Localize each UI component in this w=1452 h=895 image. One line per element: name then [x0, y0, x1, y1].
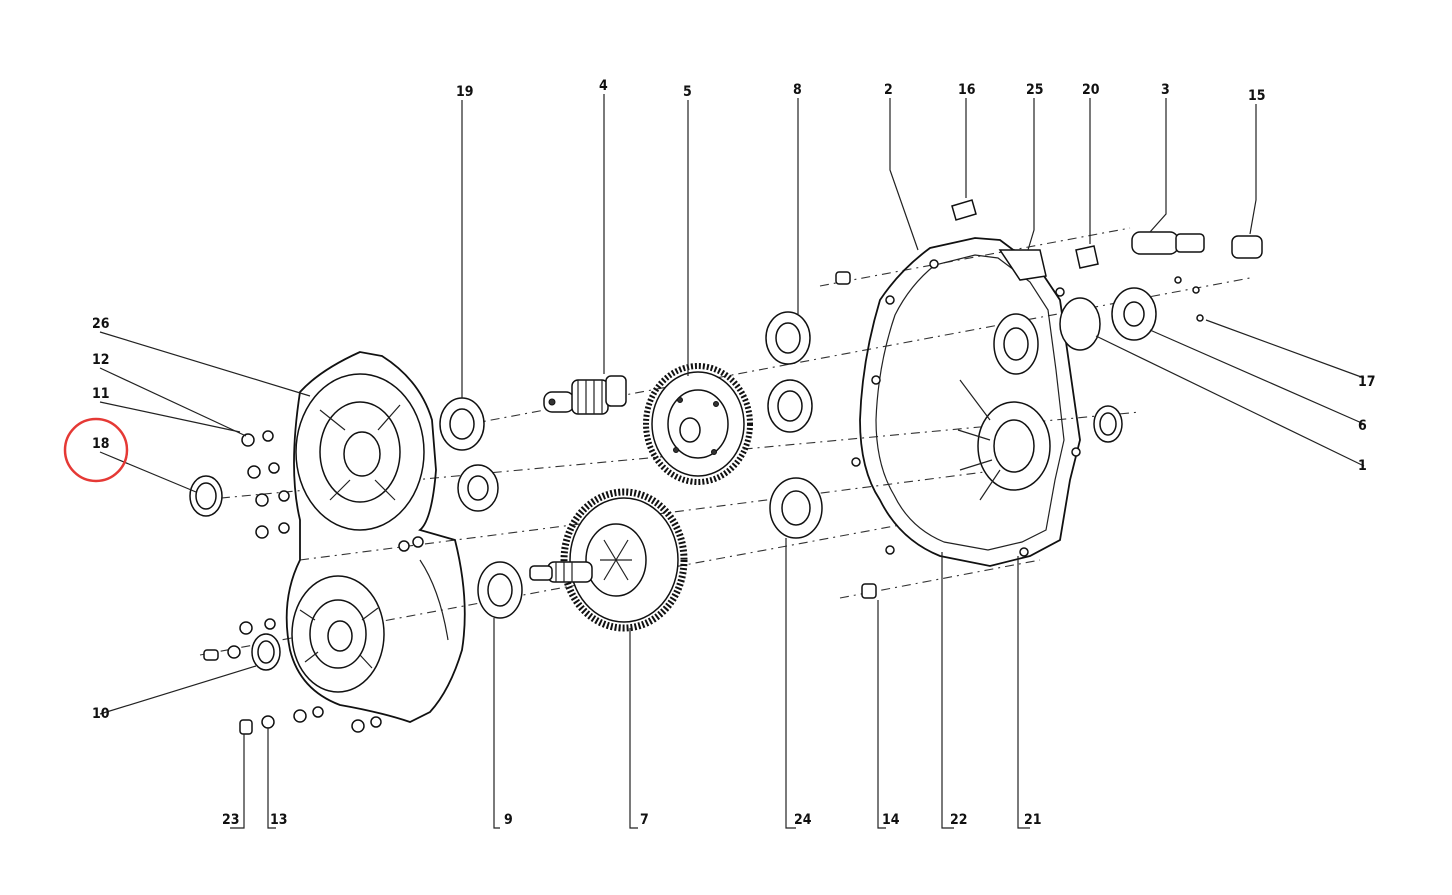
- right-gear-housing: [851, 237, 1081, 567]
- part-label-11: 11: [92, 386, 110, 402]
- part-label-20: 20: [1082, 82, 1100, 98]
- part-label-16: 16: [958, 82, 976, 98]
- part-label-23: 23: [222, 812, 240, 828]
- part-label-21: 21: [1024, 812, 1042, 828]
- part-label-8: 8: [793, 82, 802, 98]
- part-label-15: 15: [1248, 88, 1266, 104]
- part-number-labels: 19 4 5 8 2 16 25 20 3 15 26 12 11 18 17 …: [92, 78, 1376, 828]
- left-fasteners: [203, 430, 424, 735]
- part-label-10: 10: [92, 706, 110, 722]
- highlight-circle: [63, 417, 129, 483]
- shaft-part-4: [543, 375, 627, 415]
- part-label-18: 18: [92, 436, 110, 452]
- part-label-5: 5: [683, 84, 692, 100]
- part-label-7: 7: [640, 812, 649, 828]
- part-label-25: 25: [1026, 82, 1044, 98]
- oil-seals-left: [189, 475, 281, 671]
- right-small-parts: [835, 199, 1263, 599]
- part-label-2: 2: [884, 82, 893, 98]
- part-label-17: 17: [1358, 374, 1376, 390]
- part-label-24: 24: [794, 812, 812, 828]
- part-label-12: 12: [92, 352, 110, 368]
- part-label-13: 13: [270, 812, 288, 828]
- part-label-19: 19: [456, 84, 474, 100]
- part-label-26: 26: [92, 316, 110, 332]
- differential-part-7: [529, 488, 688, 632]
- bearings-right: [765, 311, 823, 539]
- part-label-22: 22: [950, 812, 968, 828]
- part-label-3: 3: [1161, 82, 1170, 98]
- leader-lines: [99, 94, 1365, 829]
- part-label-9: 9: [504, 812, 513, 828]
- part-label-14: 14: [882, 812, 900, 828]
- part-label-6: 6: [1358, 418, 1367, 434]
- left-gear-housing: [285, 351, 466, 723]
- bearings-left: [439, 397, 523, 619]
- part-label-4: 4: [599, 78, 608, 94]
- gear-part-5: [643, 363, 753, 485]
- part-label-1: 1: [1358, 458, 1367, 474]
